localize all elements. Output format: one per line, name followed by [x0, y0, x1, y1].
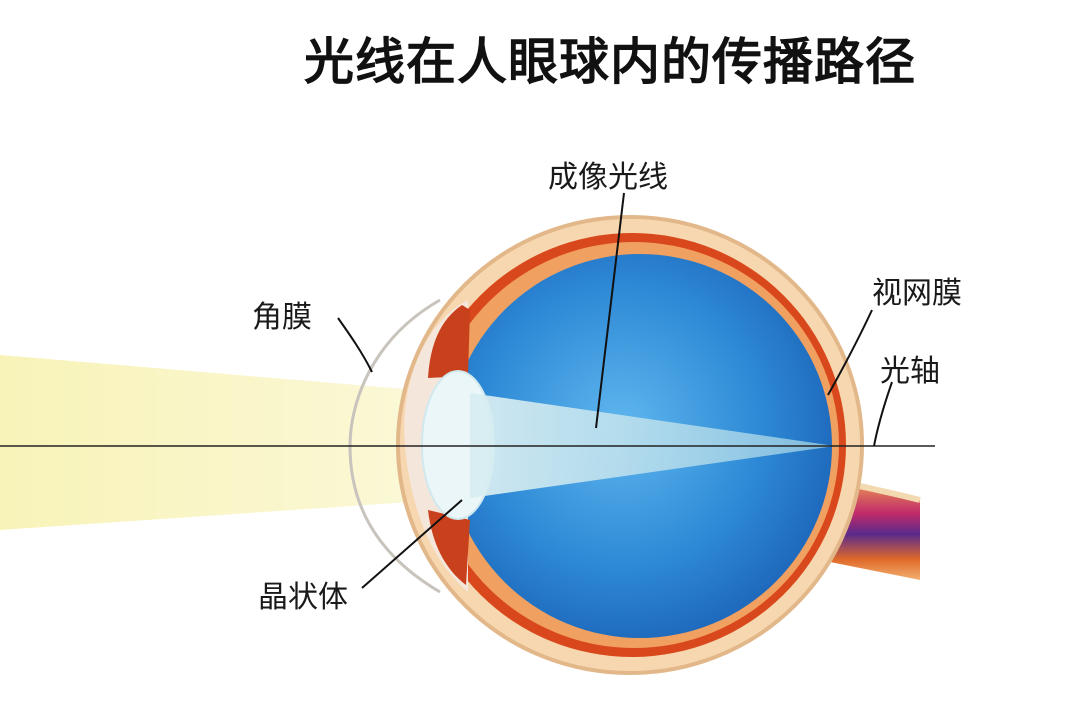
leader-lens — [361, 499, 463, 589]
iris-bottom — [428, 510, 470, 585]
incoming-light-beam — [0, 355, 440, 530]
label-retina: 视网膜 — [872, 276, 962, 311]
leader-imaging-ray — [595, 192, 625, 429]
label-optic-axis: 光轴 — [880, 354, 940, 389]
leader-retina — [827, 309, 873, 396]
label-imaging-ray: 成像光线 — [548, 160, 668, 195]
leader-cornea — [337, 317, 373, 373]
label-lens: 晶状体 — [258, 580, 348, 615]
leader-optic-axis — [873, 381, 893, 447]
label-cornea: 角膜 — [252, 300, 312, 335]
iris-top — [428, 305, 470, 378]
diagram-title: 光线在人眼球内的传播路径 — [304, 33, 916, 91]
